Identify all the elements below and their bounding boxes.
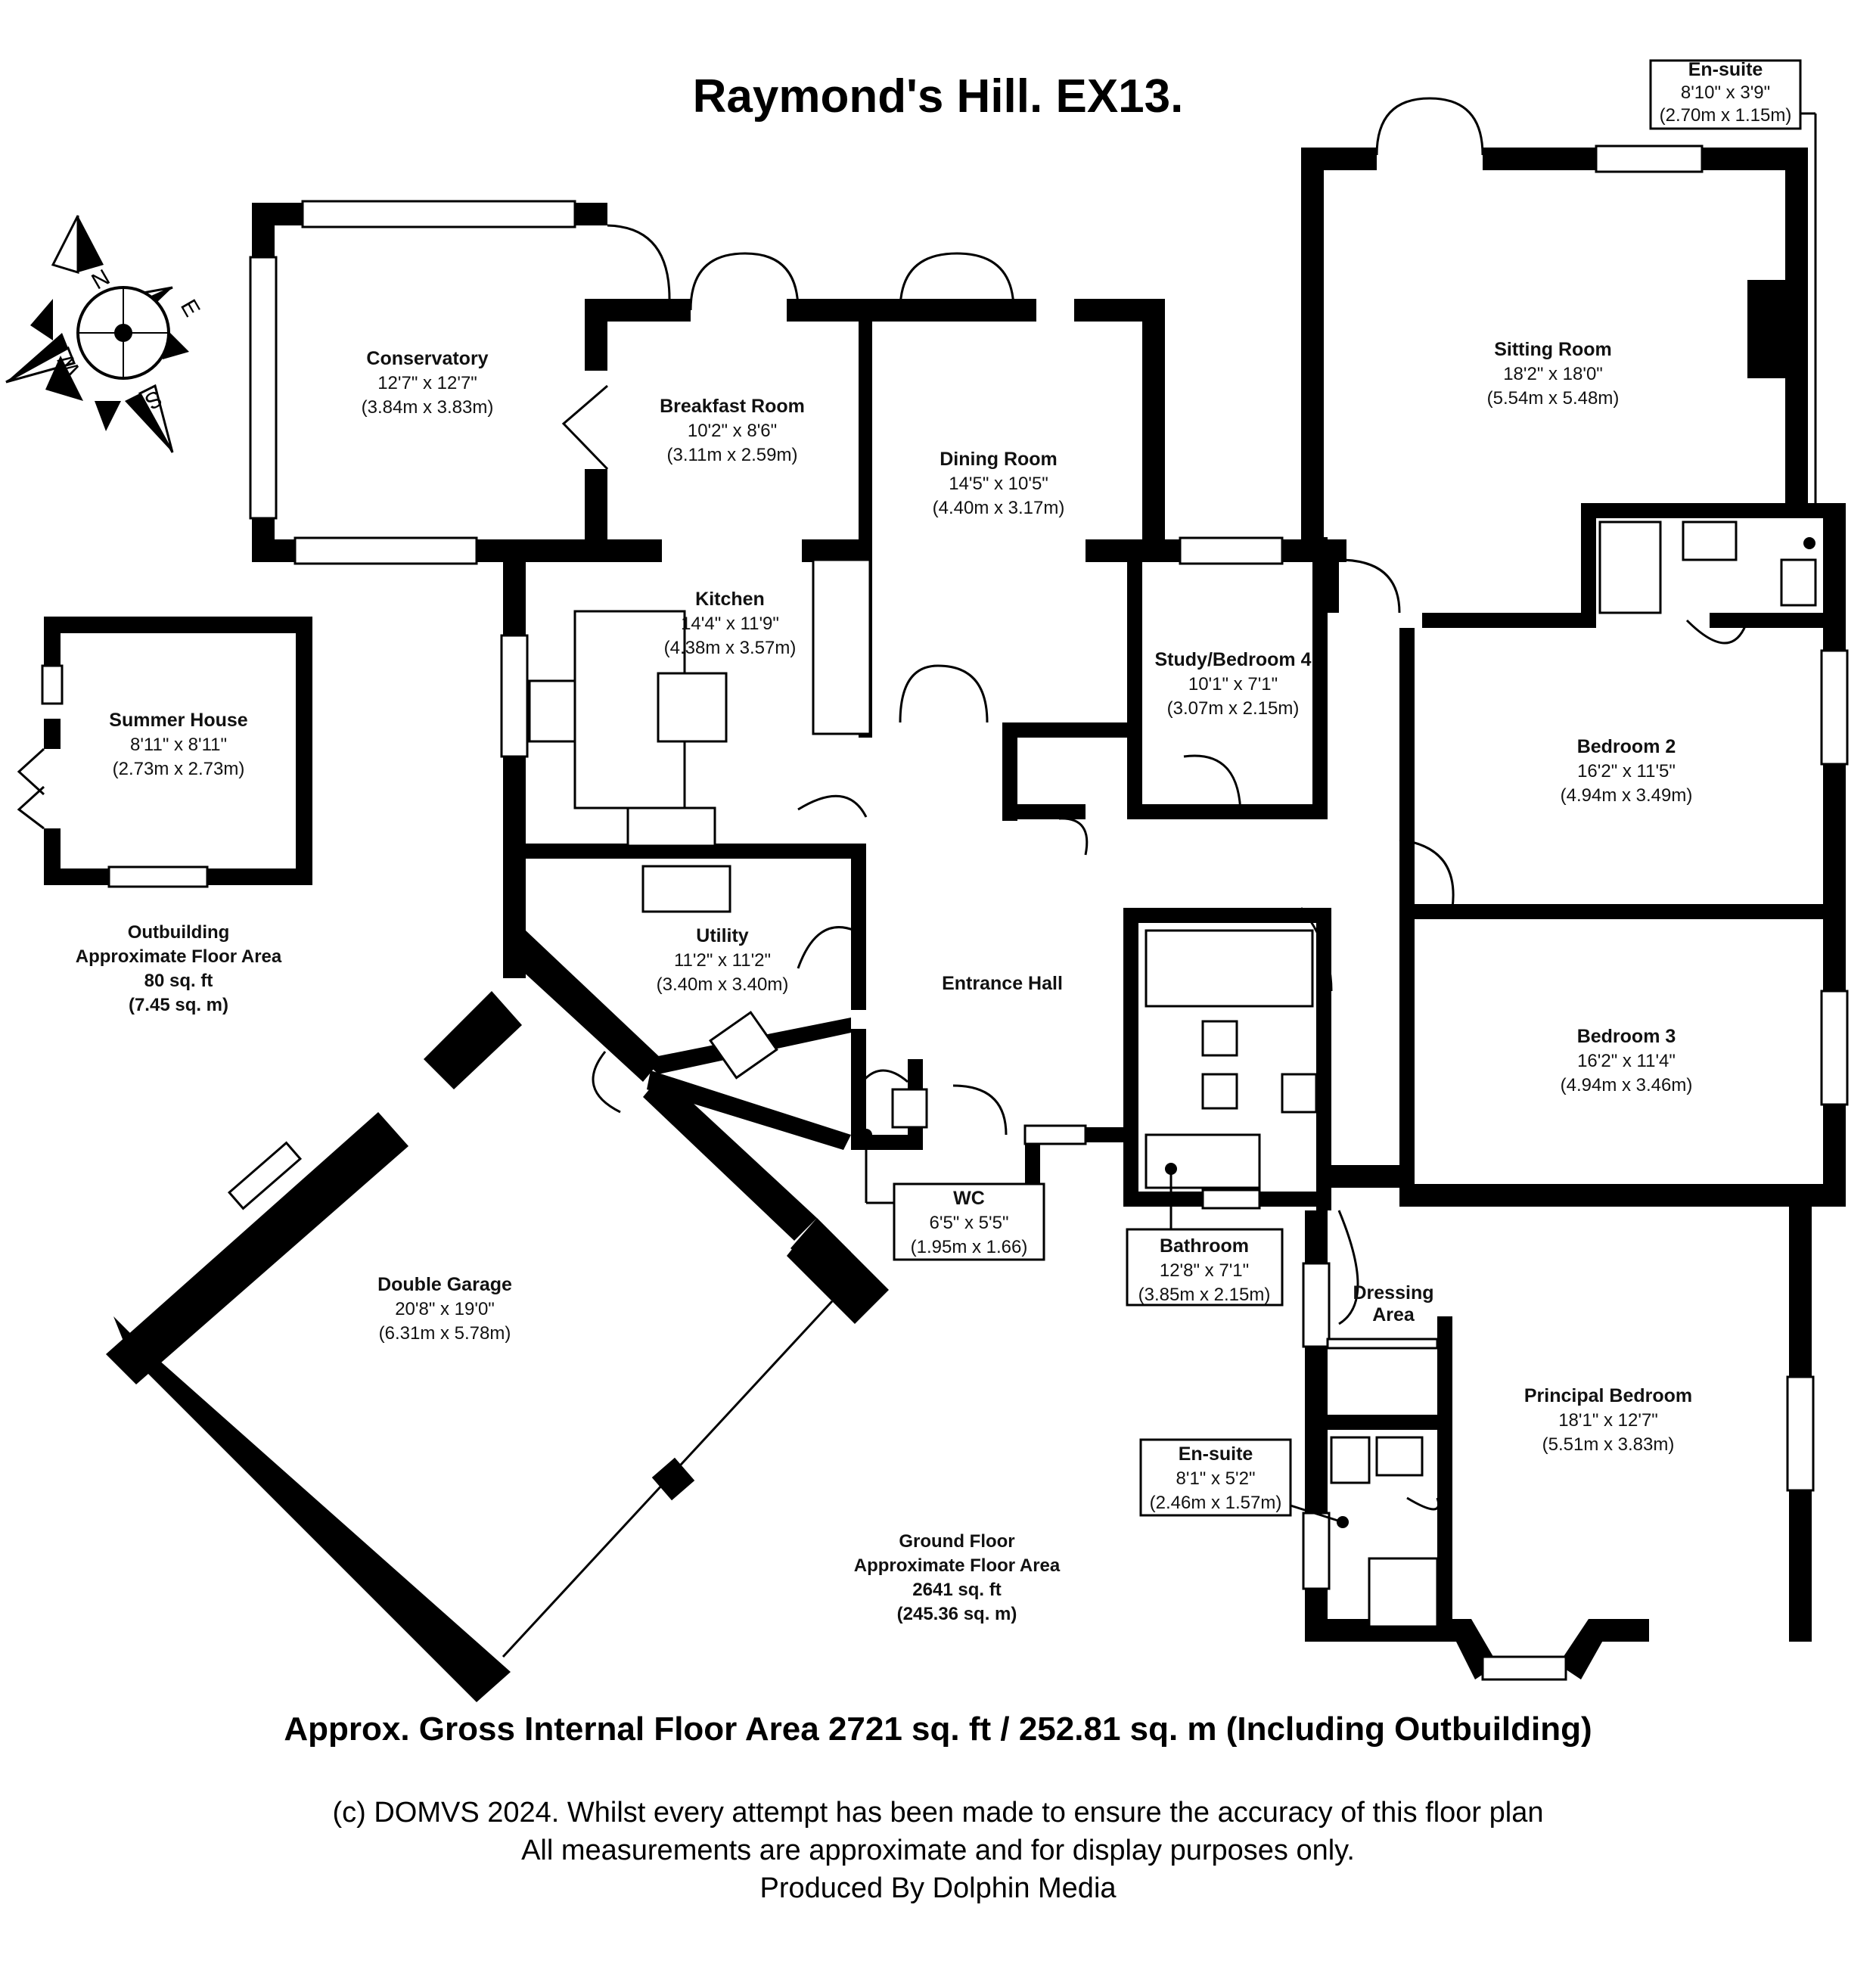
conservatory-metric: (3.84m x 3.83m): [362, 397, 494, 418]
ensuite-bottom-name: En-suite: [1179, 1443, 1253, 1465]
dressing-area-name-2: Area: [1372, 1304, 1415, 1325]
breakfast-room-metric: (3.11m x 2.59m): [667, 445, 798, 465]
double-garage-metric: (6.31m x 5.78m): [379, 1323, 511, 1344]
sitting-room-metric: (5.54m x 5.48m): [1487, 388, 1620, 409]
wc-imperial: 6'5" x 5'5": [930, 1213, 1009, 1233]
bedroom-3-metric: (4.94m x 3.46m): [1561, 1075, 1693, 1095]
gross-floor-area: Approx. Gross Internal Floor Area 2721 s…: [284, 1711, 1592, 1748]
label-leaders: [865, 59, 1817, 1524]
kitchen-name: Kitchen: [695, 589, 765, 610]
footer-line3: Produced By Dolphin Media: [759, 1872, 1117, 1904]
footer-line2: All measurements are approximate and for…: [521, 1835, 1355, 1866]
entrance-hall-name: Entrance Hall: [942, 973, 1063, 994]
outbuilding-area-line3: 80 sq. ft: [144, 971, 213, 991]
outbuilding-area: Outbuilding Approximate Floor Area 80 sq…: [76, 922, 282, 1015]
dining-room-imperial: 14'5" x 10'5": [949, 474, 1048, 494]
breakfast-room-imperial: 10'2" x 8'6": [688, 421, 777, 441]
conservatory-imperial: 12'7" x 12'7": [377, 373, 477, 393]
bedroom-2-metric: (4.94m x 3.49m): [1561, 785, 1693, 806]
bedroom-3-name: Bedroom 3: [1577, 1026, 1676, 1047]
fixtures: [528, 520, 1817, 1628]
kitchen-imperial: 14'4" x 11'9": [681, 614, 779, 634]
utility-metric: (3.40m x 3.40m): [657, 974, 789, 995]
summer-house-metric: (2.73m x 2.73m): [113, 759, 245, 779]
ensuite-top-name: En-suite: [1688, 59, 1763, 80]
principal-bedroom-imperial: 18'1" x 12'7": [1558, 1410, 1658, 1431]
summer-house-imperial: 8'11" x 8'11": [130, 735, 227, 755]
ensuite-bottom-imperial: 8'1" x 5'2": [1176, 1468, 1256, 1489]
wc-name: WC: [953, 1188, 985, 1209]
room-labels: Conservatory 12'7" x 12'7" (3.84m x 3.83…: [109, 59, 1791, 1513]
wc-metric: (1.95m x 1.66): [911, 1237, 1028, 1257]
ground-area-line2: Approximate Floor Area: [854, 1555, 1061, 1576]
principal-bedroom-metric: (5.51m x 3.83m): [1542, 1434, 1675, 1455]
conservatory-name: Conservatory: [366, 348, 488, 369]
bedroom-3-imperial: 16'2" x 11'4": [1577, 1051, 1676, 1071]
ensuite-top-metric: (2.70m x 1.15m): [1660, 105, 1792, 126]
ground-floor-area: Ground Floor Approximate Floor Area 2641…: [854, 1531, 1061, 1624]
breakfast-room-name: Breakfast Room: [660, 396, 805, 417]
outbuilding-area-line2: Approximate Floor Area: [76, 946, 282, 967]
summer-house-walls: [17, 617, 312, 888]
dressing-area-name-1: Dressing: [1353, 1282, 1434, 1303]
compass-icon: N E S W: [5, 215, 205, 453]
double-garage-imperial: 20'8" x 19'0": [395, 1299, 495, 1319]
bedroom-2-name: Bedroom 2: [1577, 736, 1676, 757]
ground-area-line3: 2641 sq. ft: [912, 1580, 1001, 1600]
dining-room-name: Dining Room: [940, 449, 1058, 470]
bathroom-imperial: 12'8" x 7'1": [1160, 1260, 1249, 1281]
bathroom-metric: (3.85m x 2.15m): [1138, 1285, 1271, 1305]
ensuite-bottom-metric: (2.46m x 1.57m): [1150, 1493, 1282, 1513]
dining-room-metric: (4.40m x 3.17m): [933, 498, 1065, 518]
outbuilding-area-line4: (7.45 sq. m): [129, 995, 228, 1015]
utility-imperial: 11'2" x 11'2": [674, 950, 771, 971]
sitting-room-imperial: 18'2" x 18'0": [1503, 364, 1603, 384]
plan-title: Raymond's Hill. EX13.: [693, 70, 1184, 123]
bathroom-name: Bathroom: [1160, 1235, 1249, 1257]
bedroom-2-imperial: 16'2" x 11'5": [1577, 761, 1676, 781]
summer-house-name: Summer House: [109, 710, 247, 731]
ground-area-line1: Ground Floor: [899, 1531, 1014, 1552]
utility-name: Utility: [696, 925, 749, 946]
study-name: Study/Bedroom 4: [1155, 649, 1312, 670]
study-imperial: 10'1" x 7'1": [1188, 674, 1278, 694]
compass-e-label: E: [175, 295, 205, 321]
sitting-room-name: Sitting Room: [1494, 339, 1612, 360]
ground-area-line4: (245.36 sq. m): [897, 1604, 1017, 1624]
kitchen-metric: (4.38m x 3.57m): [664, 638, 797, 658]
outbuilding-area-line1: Outbuilding: [128, 922, 230, 943]
ensuite-top-imperial: 8'10" x 3'9": [1681, 82, 1770, 103]
house-walls: [106, 144, 1849, 1702]
principal-bedroom-name: Principal Bedroom: [1524, 1385, 1692, 1406]
study-metric: (3.07m x 2.15m): [1167, 698, 1300, 719]
footer-line1: (c) DOMVS 2024. Whilst every attempt has…: [333, 1797, 1544, 1829]
doors: [592, 97, 1749, 1511]
double-garage-name: Double Garage: [377, 1274, 512, 1295]
